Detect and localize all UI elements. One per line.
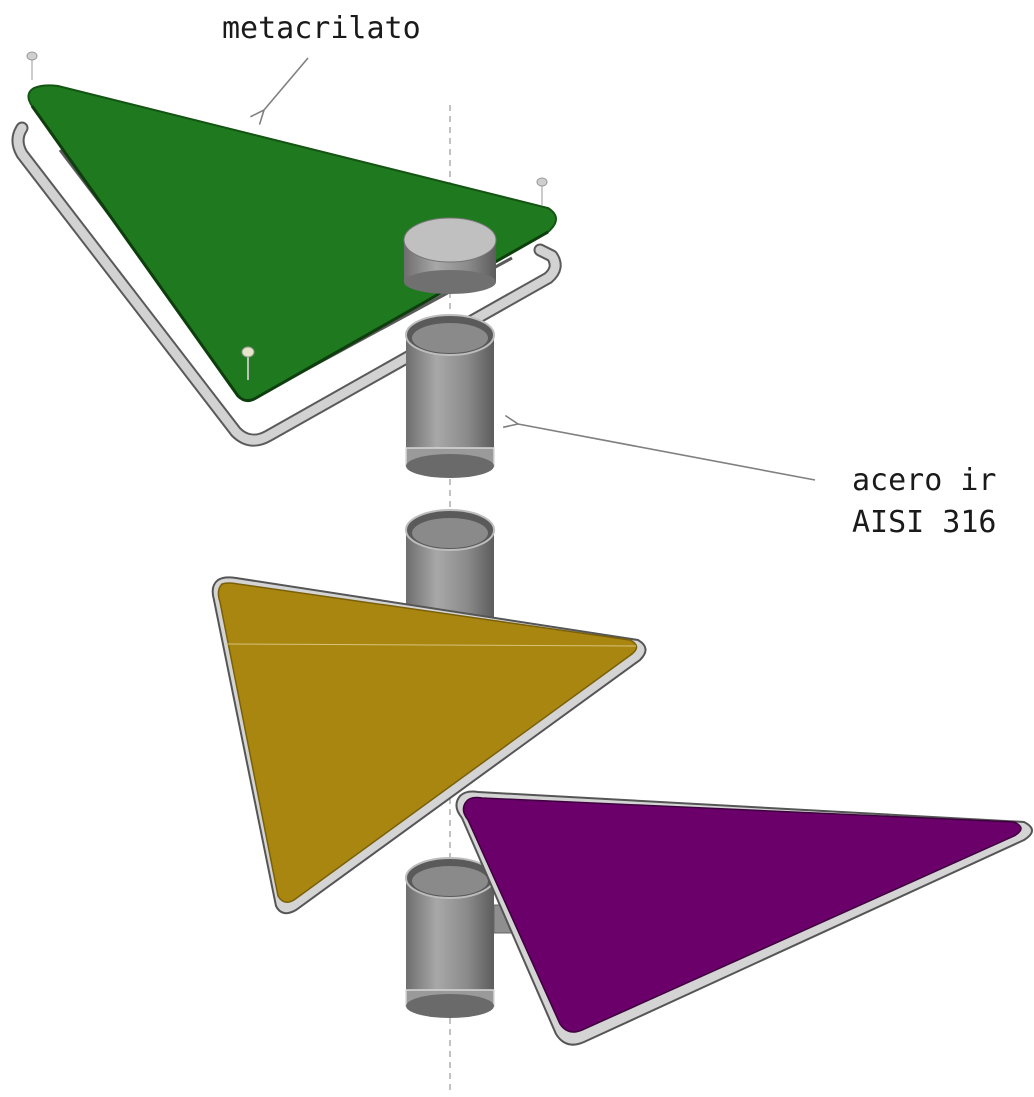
label-metacrilato: metacrilato xyxy=(222,11,421,46)
screw-green-plate xyxy=(241,346,255,380)
label-acero-line2: AISI 316 xyxy=(852,505,997,540)
purple-plate xyxy=(462,796,1022,1033)
metacrilato-arrow xyxy=(264,57,309,110)
screw-top-right xyxy=(536,177,548,205)
acero-arrow xyxy=(518,424,816,481)
upper-tube-cylinder xyxy=(405,314,495,478)
gold-plate xyxy=(217,582,638,903)
screw-top-left xyxy=(26,51,38,80)
lower-tube-cylinder xyxy=(405,857,513,1018)
label-acero-line1: acero ir xyxy=(852,463,997,498)
top-cap-cylinder xyxy=(403,217,497,294)
